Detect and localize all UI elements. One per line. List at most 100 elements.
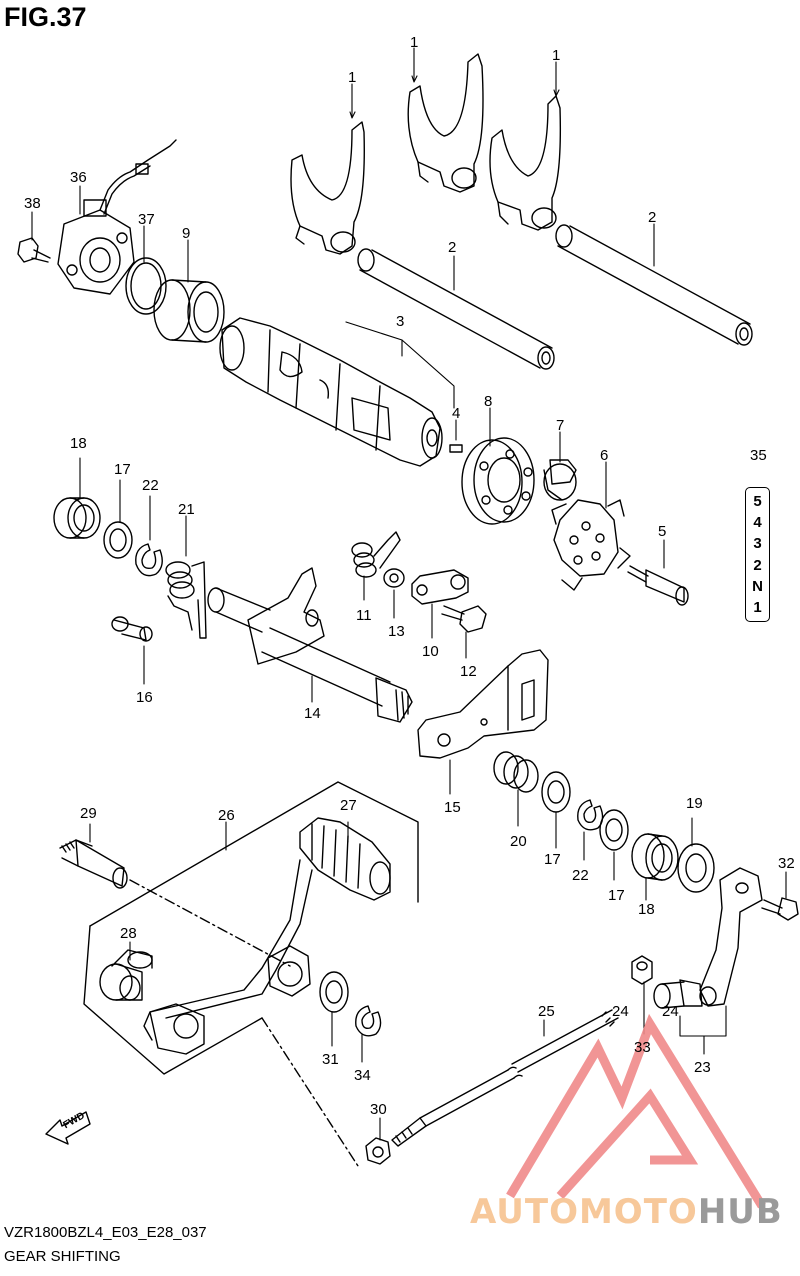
part-number-label: 18	[70, 435, 87, 452]
part-number-label: 37	[138, 211, 155, 228]
part-number-label: 13	[388, 623, 405, 640]
part-number-label: 2	[648, 209, 656, 226]
section-name: GEAR SHIFTING	[4, 1248, 121, 1265]
shift-pedal-rubber	[299, 817, 391, 901]
part-number-label: 28	[120, 925, 137, 942]
part-number-label: 9	[182, 225, 190, 242]
fwd-label: FWD	[62, 1110, 87, 1131]
part-number-label: 24	[612, 1003, 629, 1020]
part-number-label: 26	[218, 807, 235, 824]
gear-label-1: 1	[753, 598, 762, 616]
washer-13	[383, 568, 405, 588]
part-number-label: 11	[356, 607, 372, 624]
fwd-badge: FWD	[62, 1110, 87, 1131]
part-number-label: 1	[410, 34, 418, 51]
shift-fork-center	[407, 53, 484, 193]
shift-fork-right	[489, 95, 562, 231]
bearing-18-left	[53, 497, 101, 539]
part-number-label: 16	[136, 689, 153, 706]
part-number-label: 10	[422, 643, 439, 660]
part-number-label: 31	[322, 1051, 339, 1068]
gear-position-indicator: 5 4 3 2 N 1	[745, 487, 770, 622]
washer-31	[319, 971, 349, 1013]
fork-shaft-2	[555, 224, 753, 346]
shift-rod	[391, 1009, 619, 1147]
gear-label-n: N	[752, 577, 763, 595]
part-number-label: 24	[662, 1003, 679, 1020]
part-number-label: 18	[638, 901, 655, 918]
part-number-label: 35	[750, 447, 767, 464]
watermark-text: AUTOMOTOHUB	[470, 1192, 783, 1232]
part-number-label: 17	[544, 851, 561, 868]
gearshift-arm	[417, 649, 549, 759]
washer-17-center	[541, 771, 571, 813]
part-number-label: 12	[460, 663, 477, 680]
nut-30	[365, 1137, 391, 1165]
stopper-bolt	[543, 459, 577, 501]
part-number-label: 36	[70, 169, 87, 186]
part-number-label: 34	[354, 1067, 371, 1084]
shift-fork-left	[290, 121, 365, 255]
fork-shaft-1	[357, 248, 555, 370]
part-number-label: 29	[80, 805, 97, 822]
part-number-label: 17	[608, 887, 625, 904]
part-number-label: 33	[634, 1039, 651, 1056]
part-number-label: 6	[600, 447, 608, 464]
part-number-label: 1	[552, 47, 560, 64]
gearshift-cam	[219, 317, 443, 467]
part-number-label: 27	[340, 797, 357, 814]
bolt-32	[761, 897, 799, 921]
bearing-9	[153, 279, 225, 343]
part-number-label: 15	[444, 799, 461, 816]
part-number-label: 4	[452, 405, 460, 422]
nut-33	[631, 955, 653, 985]
bearing-18-right	[631, 833, 679, 881]
part-number-label: 25	[538, 1003, 555, 1020]
circlip-22-left	[135, 543, 163, 577]
part-number-label: 7	[556, 417, 564, 434]
washer-17-left	[103, 521, 133, 559]
washer-17-right	[599, 809, 629, 851]
watermark-text-part2: HUB	[697, 1192, 783, 1232]
part-number-label: 30	[370, 1101, 387, 1118]
bush-28	[99, 949, 153, 1001]
part-number-label: 17	[114, 461, 131, 478]
circlip-22-right	[577, 799, 604, 831]
gear-label-3: 3	[753, 535, 762, 553]
o-ring-37	[125, 257, 167, 315]
part-number-label: 20	[510, 833, 527, 850]
circlip-34	[355, 1005, 382, 1037]
gear-label-5: 5	[753, 493, 762, 511]
gearshift-lever-link	[653, 867, 763, 1009]
fwd-arrow-icon	[45, 1111, 91, 1145]
leader-lines	[31, 47, 787, 1141]
spring-21	[165, 561, 207, 639]
part-number-label: 22	[572, 867, 589, 884]
part-number-label: 38	[24, 195, 41, 212]
part-number-label: 5	[658, 523, 666, 540]
part-number-label: 8	[484, 393, 492, 410]
gear-label-4: 4	[753, 514, 762, 532]
gearshift-shaft	[207, 567, 413, 723]
gear-label-2: 2	[753, 556, 762, 574]
bolt-5	[627, 565, 689, 606]
bolt-29	[59, 839, 128, 889]
spring-11	[351, 531, 401, 578]
part-number-label: 2	[448, 239, 456, 256]
shift-lever	[143, 859, 313, 1055]
model-code: VZR1800BZL4_E03_E28_037	[4, 1224, 207, 1241]
pin-16	[111, 616, 153, 642]
gear-position-switch	[57, 139, 177, 295]
spring-20	[493, 751, 539, 793]
watermark-logo-icon	[506, 1013, 766, 1209]
cam-pin	[449, 444, 463, 453]
bearing-8	[461, 437, 535, 525]
lever-assembly-box	[83, 781, 419, 1167]
oil-seal-19	[677, 843, 715, 893]
plate-10	[411, 569, 469, 605]
part-number-label: 23	[694, 1059, 711, 1076]
part-number-label: 32	[778, 855, 795, 872]
figure-title: FIG.37	[4, 2, 87, 32]
bolt-38	[17, 237, 51, 263]
